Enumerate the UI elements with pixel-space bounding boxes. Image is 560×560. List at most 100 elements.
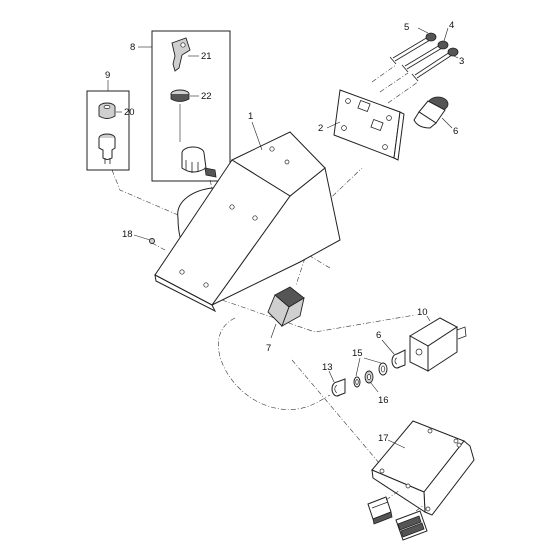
- ignition-switch-plug: [204, 167, 217, 178]
- callout-14-leader: [381, 339, 395, 355]
- callout-16-leader: [370, 382, 379, 393]
- washer-15a-bore: [380, 365, 386, 373]
- plate-hole-2: [386, 115, 392, 121]
- callout-18: 18: [122, 229, 133, 240]
- callout-6-leader: [441, 117, 453, 129]
- console-hole-2: [284, 159, 290, 165]
- push-button-part: 6: [413, 96, 458, 137]
- control-module-part: 17: [371, 420, 475, 516]
- bulb-3-head: [447, 47, 459, 57]
- grommet-part: 13: [322, 362, 346, 397]
- connector-large-pins-top: [397, 515, 422, 531]
- callout-10: 10: [417, 307, 428, 318]
- cap-switch-group: 9 20: [86, 70, 135, 171]
- bulb-4-stem: [404, 44, 441, 67]
- rotary-switch-side: [427, 326, 458, 372]
- callout-1-leader: [251, 121, 263, 151]
- connector-plug-large: [395, 504, 428, 541]
- dash-line-bracket: [299, 249, 331, 269]
- connector-plug-small: [367, 489, 401, 525]
- console-hole-5: [179, 269, 185, 275]
- threaded-nut-part: 6: [376, 330, 406, 369]
- key-cap-part: [170, 89, 190, 102]
- dash-line-harness-loop: [218, 317, 331, 410]
- callout-7: 7: [266, 343, 271, 354]
- dash-connector-small: [385, 489, 401, 501]
- module-hole-4: [379, 468, 385, 474]
- washer-set: 15 16: [352, 348, 389, 406]
- bulb-3-stem-edge: [416, 54, 453, 79]
- bulb-5-stem: [392, 36, 429, 59]
- grommet-side: [336, 378, 346, 397]
- plate-hole-4: [382, 144, 388, 150]
- dash-line-screw: [151, 242, 166, 251]
- bulb-4-stem-edge: [406, 47, 443, 70]
- cap-center: [103, 105, 111, 109]
- callout-10-leader: [426, 315, 431, 322]
- callout-1: 1: [248, 111, 253, 122]
- bulb-3-tip: [411, 73, 419, 82]
- callout-21: 21: [201, 51, 212, 62]
- relay-right-face: [281, 297, 305, 327]
- plate-cutout-1: [357, 100, 371, 112]
- callout-14: 6: [376, 330, 381, 341]
- callout-13-leader: [328, 370, 335, 383]
- dash-bulb-5: [371, 64, 397, 83]
- connector-large-pins-bottom: [400, 522, 425, 538]
- screw-part: 18: [122, 229, 155, 244]
- callout-17-leader: [387, 439, 406, 449]
- console-base-lip: [154, 274, 217, 313]
- callout-8: 8: [130, 42, 135, 53]
- dash-line-relay: [295, 257, 306, 286]
- callout-13: 13: [322, 362, 333, 373]
- key-assembly-group: 8 21 22: [130, 30, 231, 182]
- module-hole-1: [427, 428, 433, 434]
- callout-9: 9: [105, 70, 110, 81]
- bulb-5-tip: [389, 56, 397, 65]
- callout-15a-leader: [363, 357, 382, 364]
- rotary-switch-part: 10: [409, 307, 467, 372]
- mounting-plate: 2: [318, 89, 405, 161]
- console-hole-6: [203, 282, 209, 288]
- switch-cap-body: [98, 138, 116, 160]
- module-hole-6: [425, 506, 431, 512]
- nut-side: [396, 349, 406, 369]
- callout-20: 20: [124, 107, 135, 118]
- ignition-switch-part: [181, 146, 217, 178]
- callout-2: 2: [318, 123, 323, 134]
- button-body: [413, 111, 437, 129]
- callout-15b-leader: [355, 357, 361, 377]
- module-hole-3: [456, 442, 462, 448]
- key-hole: [180, 42, 186, 48]
- indicator-bulb-5: [389, 32, 437, 65]
- relay-part: 7: [266, 286, 305, 354]
- dash-connector-large: [415, 504, 425, 512]
- plate-face: [333, 89, 401, 159]
- console-hole-3: [229, 204, 235, 210]
- indicator-bulbs: 5 4 3: [371, 20, 464, 104]
- indicator-bulb-4: [401, 40, 449, 73]
- callout-4: 4: [449, 20, 454, 31]
- key-blade: [171, 37, 191, 72]
- callout-5: 5: [404, 22, 409, 33]
- dash-line-ignition-cap: [111, 169, 186, 219]
- callout-4-leader: [443, 27, 449, 42]
- bulb-3-stem: [414, 51, 451, 76]
- dash-line-module-17: [291, 359, 386, 471]
- console-hole-1: [269, 146, 275, 152]
- callout-17: 17: [378, 433, 389, 444]
- washer-16-bore: [367, 374, 371, 380]
- connector-small-rib: [371, 501, 389, 509]
- cap-body: [98, 107, 116, 119]
- console-hole-4: [252, 215, 258, 221]
- callout-3-leader: [453, 55, 459, 59]
- plate-cutout-2: [370, 119, 384, 131]
- rotary-switch-socket: [415, 348, 423, 356]
- callout-15: 15: [352, 348, 363, 359]
- connector-small-base: [372, 511, 393, 525]
- bulb-4-head: [437, 40, 449, 50]
- key-part: [171, 37, 191, 72]
- key-assembly-frame: [151, 30, 231, 182]
- console-housing: 1: [154, 111, 341, 313]
